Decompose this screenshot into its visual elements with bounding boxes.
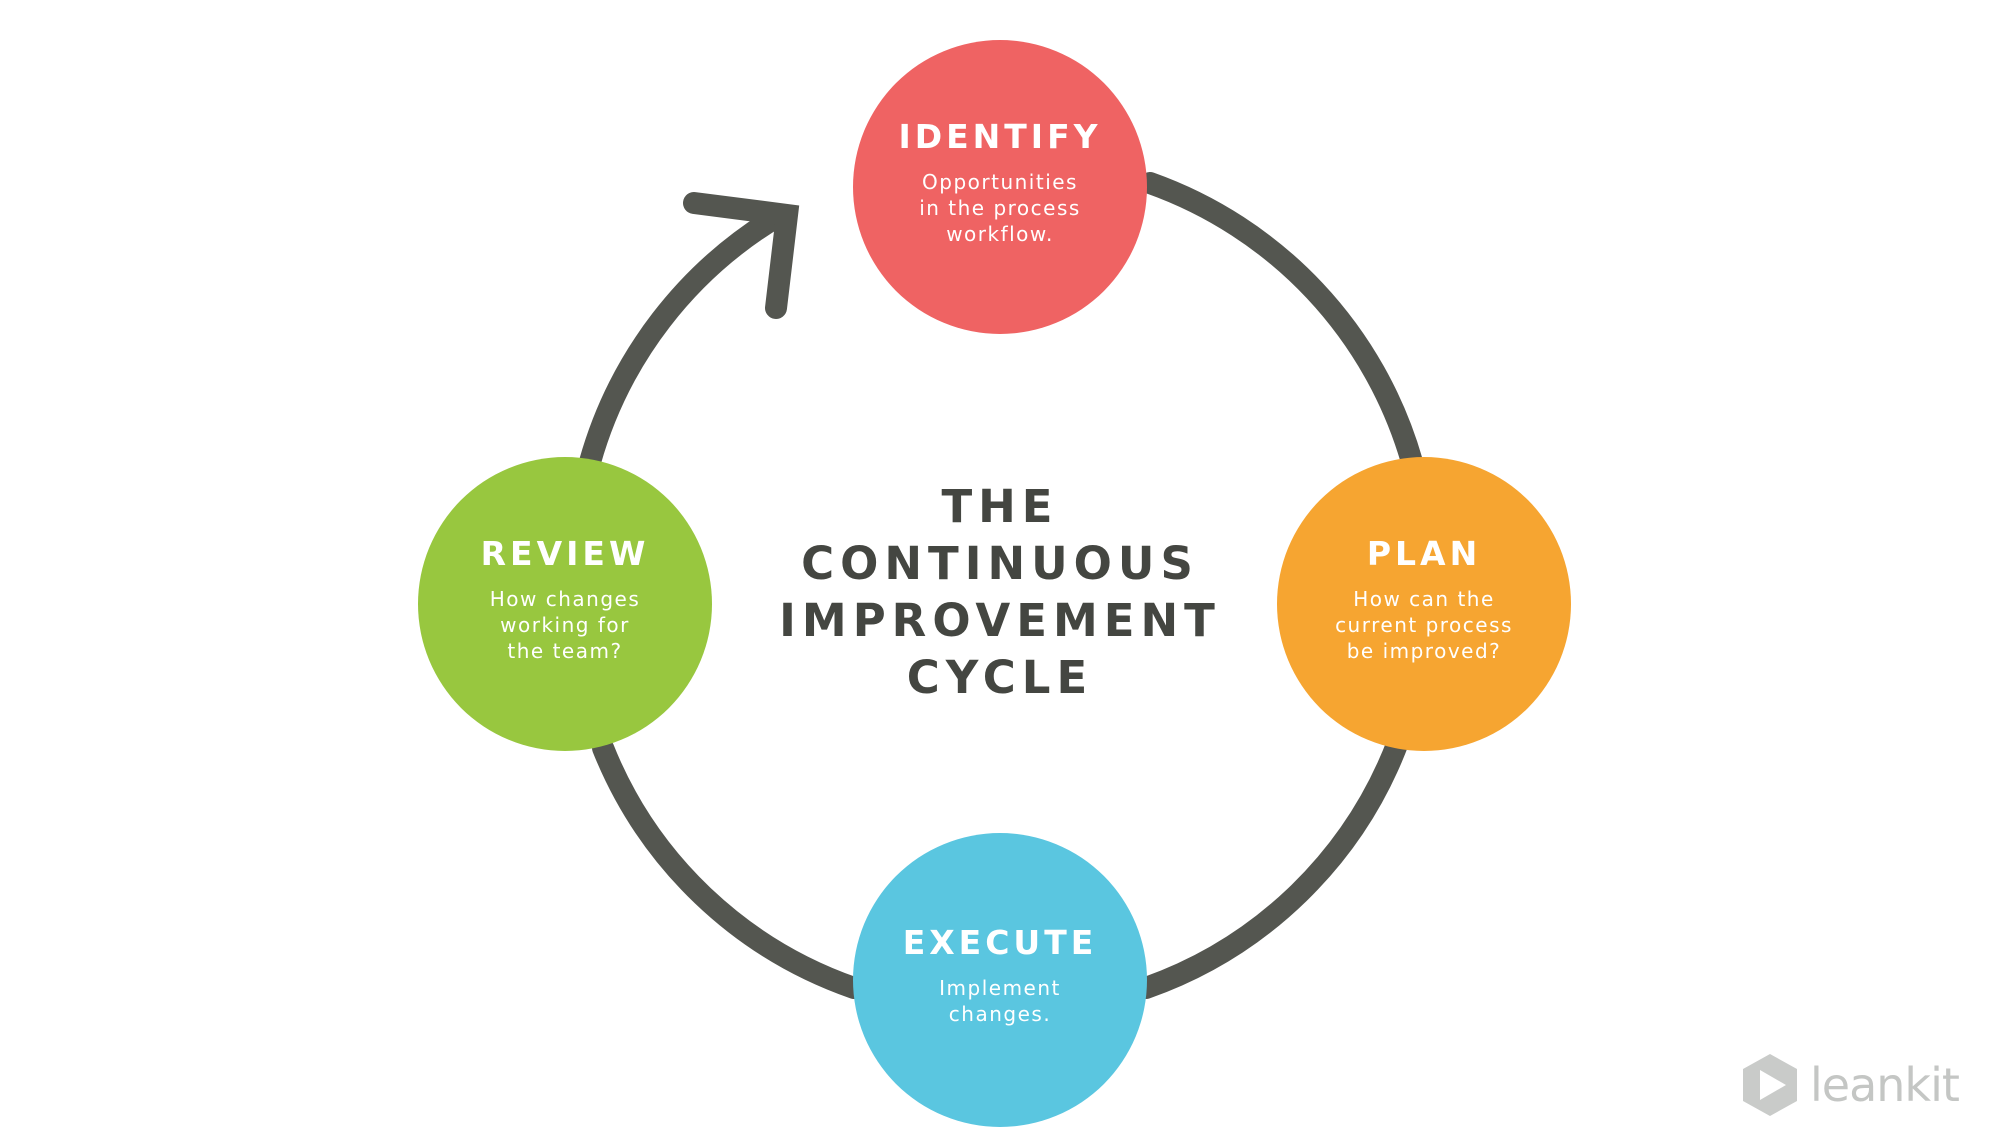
stage-execute-title: EXECUTE <box>902 922 1098 962</box>
stage-plan-desc-line: current process <box>1335 612 1513 637</box>
stage-review-description: How changes working for the team? <box>490 586 641 664</box>
cycle-arc-identify-plan <box>1139 172 1423 473</box>
stage-plan-title: PLAN <box>1366 533 1482 573</box>
stage-identify-title: IDENTIFY <box>898 116 1102 156</box>
stage-execute: EXECUTE Implement changes. <box>853 833 1147 1127</box>
stage-identify-description: Opportunities in the process workflow. <box>919 169 1081 247</box>
stage-identify: IDENTIFY Opportunities in the process wo… <box>853 40 1147 334</box>
stage-execute-description: Implement changes. <box>939 975 1061 1027</box>
stage-review-title: REVIEW <box>480 533 650 573</box>
diagram-title-line: CYCLE <box>906 651 1094 704</box>
cycle-arc-plan-execute <box>1135 731 1409 999</box>
leankit-logo-icon <box>1743 1054 1797 1116</box>
cycle-arc-execute-review <box>592 737 865 999</box>
stage-identify-desc-line: workflow. <box>946 221 1054 246</box>
brand-name: leankit <box>1810 1058 1960 1112</box>
stage-review: REVIEW How changes working for the team? <box>418 457 712 751</box>
brand-logo: leankit <box>1740 1050 1960 1120</box>
diagram-title-line: THE <box>941 480 1059 533</box>
stage-plan-desc-line: be improved? <box>1346 638 1502 663</box>
stage-review-desc-line: working for <box>500 612 630 637</box>
stage-plan-desc-line: How can the <box>1353 586 1495 611</box>
stage-plan-description: How can the current process be improved? <box>1335 586 1513 664</box>
cycle-arc-review-top <box>579 204 791 473</box>
stage-identify-desc-line: Opportunities <box>922 169 1078 194</box>
diagram-title: THE CONTINUOUS IMPROVEMENT CYCLE <box>700 478 1300 706</box>
cycle-arrowhead <box>683 192 800 319</box>
stage-execute-desc-line: changes. <box>948 1001 1052 1026</box>
stage-review-desc-line: the team? <box>507 638 623 663</box>
stage-review-desc-line: How changes <box>489 586 641 611</box>
stage-plan: PLAN How can the current process be impr… <box>1277 457 1571 751</box>
stage-identify-desc-line: in the process <box>919 195 1081 220</box>
cycle-ring <box>579 172 1423 999</box>
diagram-title-line: IMPROVEMENT <box>779 594 1221 647</box>
stage-execute-desc-line: Implement <box>939 975 1061 1000</box>
diagram-title-line: CONTINUOUS <box>801 537 1199 590</box>
